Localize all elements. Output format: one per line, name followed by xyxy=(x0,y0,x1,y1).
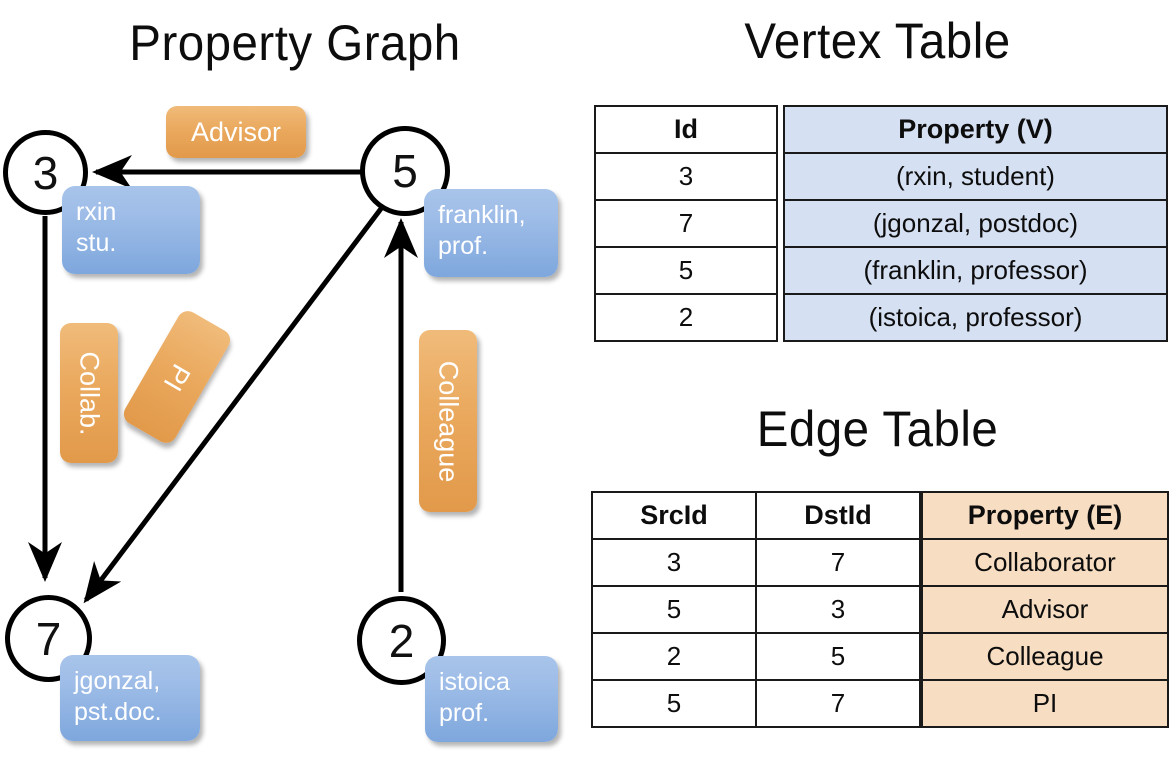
vertex-table-header-id: Id xyxy=(594,105,778,154)
vertex-table-cell-id: 7 xyxy=(594,199,778,248)
edge-table-header-property: Property (E) xyxy=(921,491,1169,540)
table-row[interactable]: 3 xyxy=(594,152,778,201)
vertex-table-cell-id: 5 xyxy=(594,246,778,295)
graph-node-5-label: 5 xyxy=(392,145,418,197)
graph-node-2-property-box: istoica prof. xyxy=(425,656,558,742)
edge-table-cell-dstid: 7 xyxy=(755,679,921,728)
graph-edge-label-collab: Collab. xyxy=(60,323,118,463)
edge-table-cell-dstid: 7 xyxy=(755,538,921,587)
table-header-row: Id xyxy=(594,105,778,154)
table-row[interactable]: 5 3 xyxy=(591,585,921,634)
vertex-table-cell-property: (franklin, professor) xyxy=(783,246,1168,295)
graph-node-3-property-box: rxin stu. xyxy=(62,186,200,274)
graph-node-3-label: 3 xyxy=(32,146,59,199)
edge-table-cell-srcid: 5 xyxy=(591,679,757,728)
graph-edge-label-colleague-text: Colleague xyxy=(433,360,464,482)
edge-table-header-dstid: DstId xyxy=(755,491,921,540)
graph-node-7-label: 7 xyxy=(35,612,62,665)
edge-line-5-to-7 xyxy=(83,204,385,604)
vertex-table-cell-property: (jgonzal, postdoc) xyxy=(783,199,1168,248)
table-row[interactable]: 5 xyxy=(594,246,778,295)
vertex-table-cell-property: (rxin, student) xyxy=(783,152,1168,201)
page-title-property-graph: Property Graph xyxy=(129,15,461,71)
graph-edge-label-collab-text: Collab. xyxy=(74,350,105,436)
edge-table-id-columns: SrcId DstId 3 7 5 3 2 5 5 7 xyxy=(591,491,921,728)
vertex-table-property-column: Property (V) (rxin, student) (jgonzal, p… xyxy=(783,105,1168,342)
edge-table-cell-srcid: 2 xyxy=(591,632,757,681)
table-row[interactable]: Collaborator xyxy=(921,538,1169,587)
table-header-row: Property (E) xyxy=(921,491,1169,540)
edge-table-cell-property: PI xyxy=(921,679,1169,728)
graph-node-2[interactable]: 2 xyxy=(357,596,446,685)
table-row[interactable]: (franklin, professor) xyxy=(783,246,1168,295)
property-graph-diagram: 3 5 7 2 rxin stu. franklin, prof. jgonza… xyxy=(3,106,558,742)
vertex-table-header-property: Property (V) xyxy=(783,105,1168,154)
vertex-table-id-column: Id 3 7 5 2 xyxy=(594,105,778,342)
graph-node-5-property-box: franklin, prof. xyxy=(424,189,558,277)
table-row[interactable]: (rxin, student) xyxy=(783,152,1168,201)
edge-table-cell-dstid: 3 xyxy=(755,585,921,634)
table-row[interactable]: (jgonzal, postdoc) xyxy=(783,199,1168,248)
edge-table-cell-property: Colleague xyxy=(921,632,1169,681)
graph-edge-label-colleague: Colleague xyxy=(419,330,477,512)
edge-table-header-srcid: SrcId xyxy=(591,491,757,540)
table-row[interactable]: (istoica, professor) xyxy=(783,293,1168,342)
graph-edge-lines xyxy=(28,155,418,604)
table-header-row: SrcId DstId xyxy=(591,491,921,540)
table-row[interactable]: 5 7 xyxy=(591,679,921,728)
table-row[interactable]: Colleague xyxy=(921,632,1169,681)
edge-table-cell-property: Collaborator xyxy=(921,538,1169,587)
edge-table-property-column: Property (E) Collaborator Advisor Collea… xyxy=(921,491,1169,728)
page-title-edge-table: Edge Table xyxy=(756,401,999,457)
edge-table-cell-property: Advisor xyxy=(921,585,1169,634)
vertex-table-cell-id: 2 xyxy=(594,293,778,342)
table-row[interactable]: 2 5 xyxy=(591,632,921,681)
table-row[interactable]: 2 xyxy=(594,293,778,342)
table-row[interactable]: 3 7 xyxy=(591,538,921,587)
graph-edge-label-advisor-text: Advisor xyxy=(190,116,282,147)
edge-table-cell-srcid: 5 xyxy=(591,585,757,634)
graph-edge-label-advisor: Advisor xyxy=(166,106,306,158)
table-header-row: Property (V) xyxy=(783,105,1168,154)
table-row[interactable]: 7 xyxy=(594,199,778,248)
edge-table-cell-srcid: 3 xyxy=(591,538,757,587)
vertex-table-cell-id: 3 xyxy=(594,152,778,201)
table-row[interactable]: PI xyxy=(921,679,1169,728)
graph-node-7-property-box: jgonzal, pst.doc. xyxy=(60,655,200,741)
graph-node-5[interactable]: 5 xyxy=(360,126,450,216)
graph-node-2-label: 2 xyxy=(388,614,415,667)
graph-edge-label-pi-text: PI xyxy=(158,358,197,396)
table-row[interactable]: Advisor xyxy=(921,585,1169,634)
page-title-vertex-table: Vertex Table xyxy=(744,13,1011,69)
vertex-table-cell-property: (istoica, professor) xyxy=(783,293,1168,342)
edge-table-cell-dstid: 5 xyxy=(755,632,921,681)
